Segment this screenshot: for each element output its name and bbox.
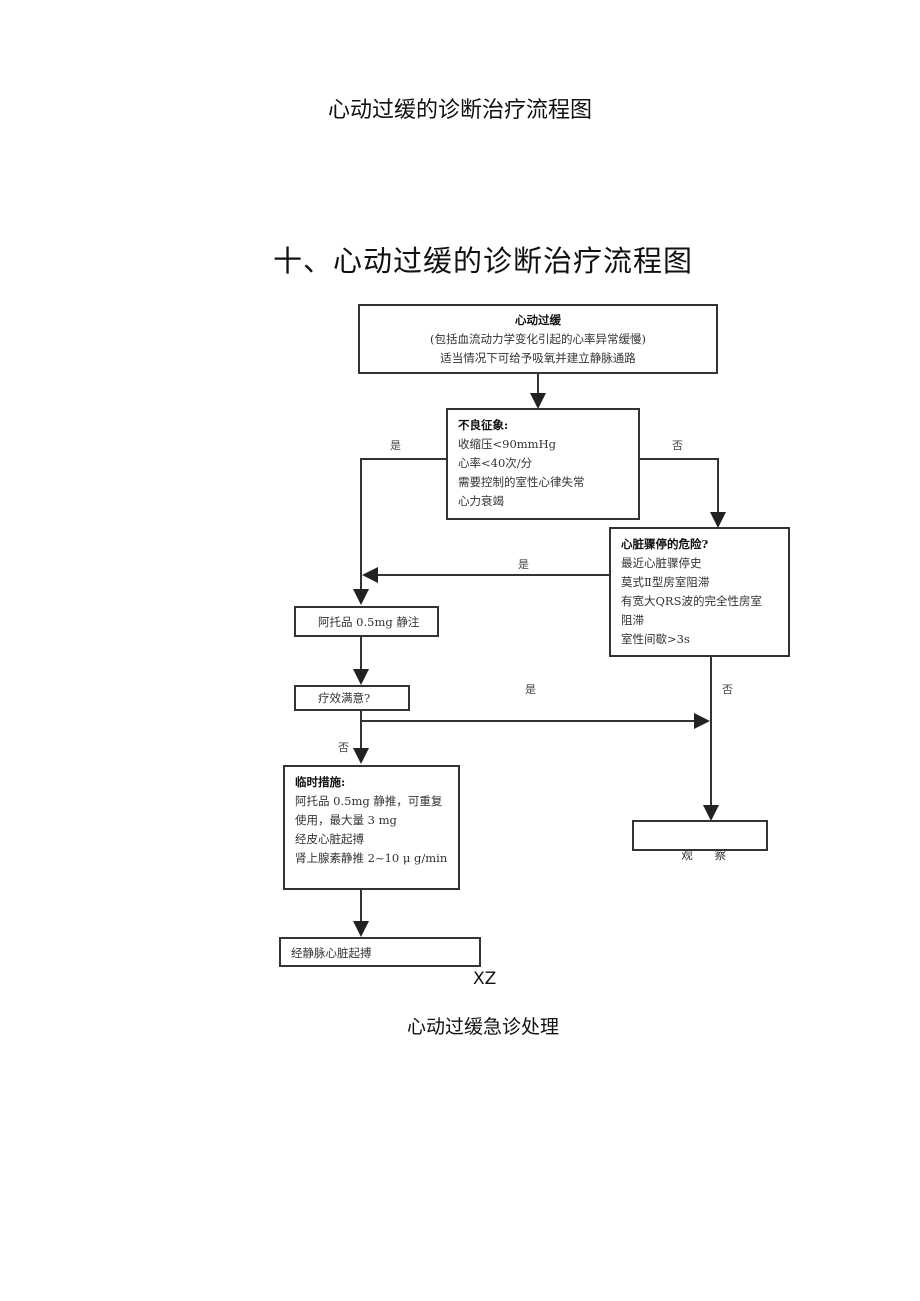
temp-item: 经皮心脏起搏	[295, 832, 364, 846]
label-yes-effect: 是	[525, 683, 536, 696]
temp-item: 使用，最大量 3 mg	[295, 813, 397, 827]
temp-box-title: 临时措施:	[295, 775, 346, 789]
risk-item: 室性间歇>3s	[621, 632, 690, 646]
risk-box-title: 心脏骤停的危险?	[621, 537, 709, 551]
pacing-box: 经静脉心脏起搏	[279, 937, 481, 967]
symptom-item: 收缩压<90mmHg	[458, 437, 556, 451]
temp-item: 肾上腺素静推 2~10 μ g/min	[295, 851, 448, 865]
symptom-item: 需要控制的室性心律失常	[458, 475, 585, 489]
arrow-symptom-yes	[353, 458, 446, 605]
risk-box: 心脏骤停的危险? 最近心脏骤停史 莫式Ⅱ型房室阻滞 有宽大QRS波的完全性房室 …	[609, 527, 790, 657]
start-box-title: 心动过缓	[515, 313, 561, 327]
symptom-item: 心率<40次/分	[458, 456, 533, 470]
effect-box-text: 疗效满意?	[318, 691, 371, 705]
risk-item: 最近心脏骤停史	[621, 556, 702, 570]
arrow-symptom-no	[639, 458, 726, 528]
label-no-risk: 否	[722, 683, 733, 696]
figure-mark: XZ	[473, 969, 497, 989]
start-box-line2: 适当情况下可给予吸氧并建立静脉通路	[440, 351, 636, 365]
observe-box-text: 观 察	[681, 848, 727, 862]
symptom-box-title: 不良征象:	[458, 418, 509, 432]
temp-measures-box: 临时措施: 阿托品 0.5mg 静推，可重复 使用，最大量 3 mg 经皮心脏起…	[283, 765, 460, 890]
page-title: 心动过缓的诊断治疗流程图	[327, 98, 592, 123]
label-no-effect: 否	[338, 741, 349, 754]
symptom-box: 不良征象: 收缩压<90mmHg 心率<40次/分 需要控制的室性心律失常 心力…	[446, 408, 640, 520]
temp-item: 阿托品 0.5mg 静推，可重复	[295, 794, 443, 808]
risk-item: 有宽大QRS波的完全性房室	[621, 594, 762, 608]
label-no-right: 否	[672, 439, 683, 452]
observe-box: 观 察	[632, 820, 768, 862]
risk-item: 莫式Ⅱ型房室阻滞	[621, 575, 710, 589]
atropine-box: 阿托品 0.5mg 静注	[294, 606, 439, 637]
start-box: 心动过缓 (包括血流动力学变化引起的心率异常缓慢) 适当情况下可给予吸氧并建立静…	[358, 304, 718, 374]
pacing-box-text: 经静脉心脏起搏	[291, 946, 372, 960]
start-box-line1: (包括血流动力学变化引起的心率异常缓慢)	[430, 332, 646, 346]
symptom-item: 心力衰竭	[458, 494, 504, 508]
section-title: 十、心动过缓的诊断治疗流程图	[272, 244, 693, 278]
atropine-box-text: 阿托品 0.5mg 静注	[318, 615, 420, 629]
label-yes-left: 是	[390, 439, 401, 452]
figure-caption: 心动过缓急诊处理	[406, 1016, 559, 1038]
risk-item: 阻滞	[621, 613, 644, 627]
label-yes-mid: 是	[518, 558, 529, 571]
effect-box: 疗效满意?	[294, 685, 410, 711]
